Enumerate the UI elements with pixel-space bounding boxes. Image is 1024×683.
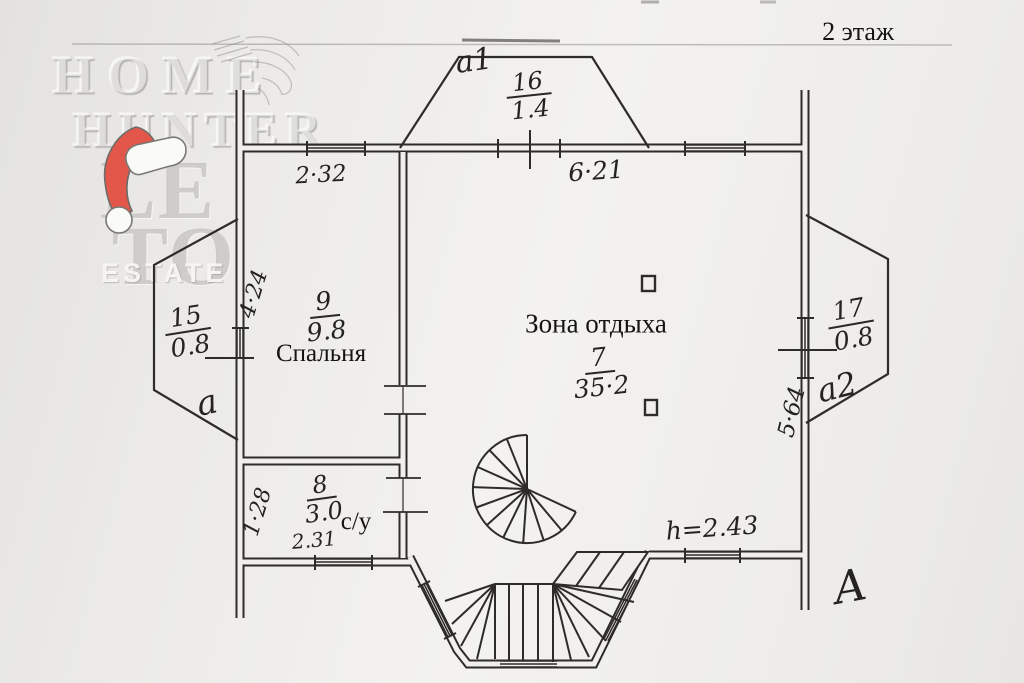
room-number: 9 (307, 286, 340, 319)
windows (232, 139, 814, 668)
right-bay-outline (805, 214, 890, 424)
bay-top-label: a1 (453, 41, 495, 81)
door-openings (383, 385, 428, 513)
dimension-ticks (205, 130, 837, 359)
bay-right-number-area: 17 0.8 (823, 292, 879, 357)
top-bay-outline (399, 55, 650, 149)
santa-hat-icon (103, 126, 187, 234)
bedroom-name: Спальня (275, 340, 367, 367)
room-area: 0.8 (168, 327, 213, 363)
scan-artifacts (71, 0, 953, 46)
watermark-estate-text: ESTATE (101, 258, 228, 288)
dim-top-wall-left: 2·32 (294, 160, 348, 190)
room-area: 1.4 (510, 94, 551, 126)
entrance-staircase (444, 551, 650, 662)
room-area: 35·2 (572, 369, 631, 404)
left-bay-outline (152, 218, 239, 441)
bay-left-number-area: 15 0.8 (161, 299, 215, 363)
bathroom-number-area: 8 3.0 (299, 470, 345, 530)
spiral-staircase (471, 434, 577, 544)
eagle-icon (211, 35, 300, 106)
lounge-name: Зона отдыха (525, 308, 667, 339)
room-number: 7 (582, 342, 615, 375)
watermark-home-text: HOME (52, 45, 275, 105)
bay-top-number-area: 16 1.4 (504, 66, 554, 126)
bay-outlines (152, 55, 890, 441)
room-area: 3.0 (303, 496, 345, 530)
lounge-number-area: 7 35·2 (569, 342, 631, 404)
dim-bathroom-width: 2.31 (290, 526, 338, 554)
dim-top-wall-right: 6·21 (567, 154, 625, 188)
floor-label: 2 этаж (822, 17, 894, 46)
columns (640, 274, 659, 417)
room-area: 0.8 (831, 320, 876, 357)
bedroom-number-area: 9 9.8 (302, 286, 348, 347)
watermark-monogram-to: TO (112, 210, 236, 303)
bathroom-name: с/у (340, 508, 372, 535)
